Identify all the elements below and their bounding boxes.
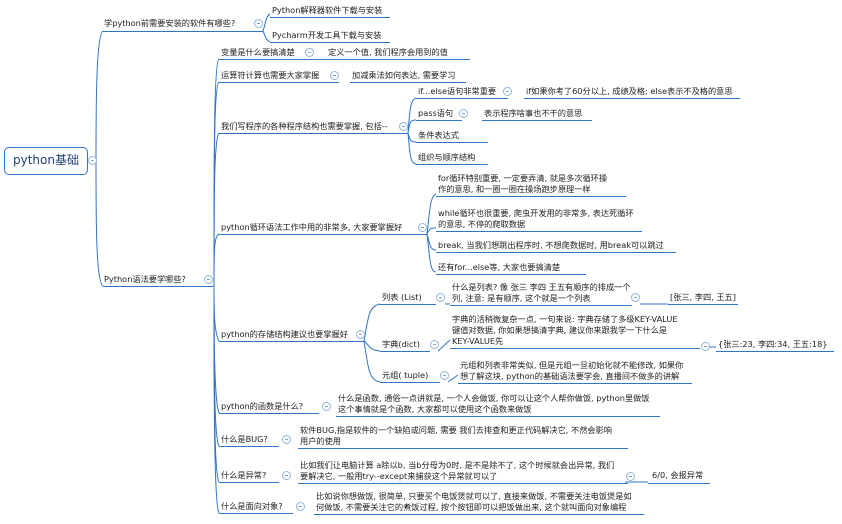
collapse-toggle-icon[interactable] — [88, 156, 97, 165]
example-dict: {张三:23, 李四:34, 王五:18} — [718, 339, 828, 349]
node-operators[interactable]: 运算符计算也需要大家掌握 — [221, 70, 320, 80]
node-for-else[interactable]: 还有for...else等, 大家也要搞清楚 — [438, 262, 561, 272]
collapse-toggle-icon[interactable] — [330, 71, 339, 80]
collapse-toggle-icon[interactable] — [631, 293, 640, 302]
note-functions-line2: 这个事情就是个函数, 大家都可以使用这个函数来做饭 — [338, 404, 532, 414]
example-exception: 6/0, 会报异常 — [652, 470, 704, 480]
collapse-toggle-icon[interactable] — [459, 109, 468, 118]
desc-tuple-line1: 元组和列表非常类似, 但是元组一旦初始化就不能修改, 如果你 — [460, 360, 684, 370]
collapse-toggle-icon[interactable] — [436, 293, 445, 302]
node-pass[interactable]: pass语句 — [418, 108, 454, 118]
node-break[interactable]: break, 当我们想跳出程序时, 不想爬数据时, 用break可以跳过 — [438, 240, 664, 250]
collapse-toggle-icon[interactable] — [282, 435, 291, 444]
node-for-loop-line2[interactable]: 作的意思, 和一圈一圈在操场跑步原理一样 — [438, 184, 591, 194]
node-if-else[interactable]: if...else语句非常重要 — [418, 86, 497, 96]
node-oop[interactable]: 什么是面向对象? — [221, 501, 283, 511]
node-variables[interactable]: 变量是什么要搞清楚 — [221, 47, 295, 57]
collapse-toggle-icon[interactable] — [701, 342, 710, 351]
note-bug-line1: 软件BUG,指是软件的一个缺陷或问题, 需要 我们去排查和更正代码解决它, 不然… — [300, 425, 612, 435]
note-pass: 表示程序啥事也不干的意思 — [484, 108, 583, 118]
collapse-toggle-icon[interactable] — [305, 48, 314, 57]
note-exception-line1: 比如我们让电脑计算 a除以b, 当b分母为0时, 是不是除不了, 这个时候就会出… — [300, 460, 615, 470]
collapse-toggle-icon[interactable] — [296, 502, 305, 511]
note-functions-line1: 什么是函数, 通俗一点讲就是, 一个人会做饭, 你可以让这个人帮你做饭, pyt… — [338, 393, 650, 403]
note-exception-line2: 要解决它, 一般用try--except来捕获这个异常就可以了 — [300, 471, 498, 481]
node-sequential-structure[interactable]: 组织与顺序结构 — [418, 152, 476, 162]
collapse-toggle-icon[interactable] — [503, 87, 512, 96]
node-storage-structures[interactable]: python的存储结构建议也要掌握好 — [221, 329, 348, 339]
node-pycharm[interactable]: Pycharm开发工具下载与安装 — [272, 30, 382, 40]
collapse-toggle-icon[interactable] — [626, 472, 635, 481]
note-bug-line2: 用户的使用 — [300, 436, 341, 446]
root-node[interactable]: python基础 — [4, 147, 88, 175]
collapse-toggle-icon[interactable] — [204, 275, 213, 284]
note-operators: 加减乘法如何表达, 需要学习 — [352, 70, 456, 80]
desc-list-line1: 什么是列表? 像 张三 李四 王五有顺序的排成一个 — [452, 282, 631, 292]
node-conditional-expression[interactable]: 条件表达式 — [418, 130, 459, 140]
node-python-interpreter[interactable]: Python解释器软件下载与安装 — [272, 5, 383, 15]
node-functions[interactable]: python的函数是什么? — [221, 401, 304, 411]
desc-dict-line2: 键值对数据, 你如果想搞清字典, 建议你来跟我学一下什么是 — [452, 325, 668, 335]
node-list[interactable]: 列表 (List) — [382, 292, 422, 302]
desc-list-line2: 列, 注意: 是有顺序, 这个就是一个列表 — [452, 293, 591, 303]
node-while-loop-line2[interactable]: 的意思, 不停的爬取数据 — [438, 219, 526, 229]
desc-dict-line3: KEY-VALUE先 — [452, 336, 504, 346]
node-bug[interactable]: 什么是BUG? — [221, 434, 268, 444]
collapse-toggle-icon[interactable] — [322, 402, 331, 411]
note-oop-line1: 比如说你想做饭, 很简单, 只要买个电饭煲就可以了, 直接来做饭, 不需要关注电… — [316, 491, 632, 501]
collapse-toggle-icon[interactable] — [440, 371, 449, 380]
collapse-toggle-icon[interactable] — [430, 340, 439, 349]
node-while-loop-line1[interactable]: while循环也很重要, 爬虫开发用的非常多, 表达死循环 — [438, 208, 634, 218]
note-variables: 定义一个值, 我们程序会用到的值 — [328, 47, 448, 57]
node-exception[interactable]: 什么是异常? — [221, 470, 267, 480]
collapse-toggle-icon[interactable] — [418, 223, 427, 232]
node-for-loop-line1[interactable]: for循环特别重要, 一定要弄清, 就是多次循环操 — [438, 173, 608, 183]
note-if-else: if如果你考了60分以上, 成绩及格; else表示不及格的意思 — [526, 86, 733, 96]
collapse-toggle-icon[interactable] — [399, 122, 408, 131]
node-dict[interactable]: 字典(dict) — [382, 339, 420, 349]
node-program-structures[interactable]: 我们写程序的各种程序结构也需要掌握, 包括-- — [221, 121, 388, 131]
node-loops[interactable]: python循环语法工作中用的非常多, 大家要掌握好 — [221, 222, 403, 232]
desc-tuple-line2: 想了解这块, python的基础语法要学会, 直播间不做多的讲解 — [460, 371, 680, 381]
desc-dict-line1: 字典的活稍微复杂一点, 一句来说: 字典存储了多级KEY-VALUE — [452, 314, 678, 324]
example-list: [张三, 李四, 王五] — [670, 292, 736, 302]
collapse-toggle-icon[interactable] — [356, 330, 365, 339]
collapse-toggle-icon[interactable] — [254, 19, 263, 28]
node-tuple[interactable]: 元组( tuple) — [382, 370, 429, 380]
node-install-software[interactable]: 学python前需要安装的软件有哪些? — [104, 18, 236, 28]
node-python-syntax[interactable]: Python语法要学哪些? — [104, 274, 186, 284]
note-oop-line2: 何做饭, 不需要关注它的煮饭过程, 按个按钮即可以把饭做出来, 这个就叫面向对象… — [316, 502, 627, 512]
collapse-toggle-icon[interactable] — [282, 471, 291, 480]
